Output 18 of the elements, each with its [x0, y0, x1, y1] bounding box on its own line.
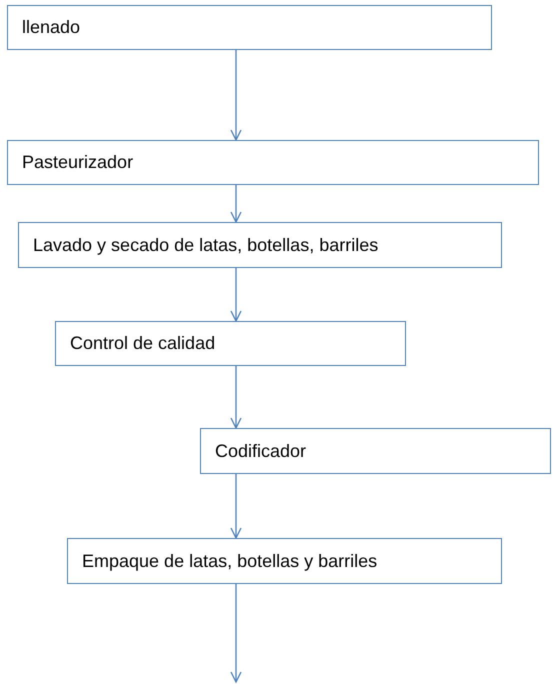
arrow: [230, 268, 242, 322]
step-label: llenado: [22, 16, 80, 39]
arrow: [230, 474, 242, 539]
step-label: Pasteurizador: [22, 151, 134, 174]
process-box: [7, 140, 539, 185]
arrow: [230, 185, 242, 223]
arrow: [230, 584, 242, 683]
process-box: [7, 5, 492, 50]
process-box: [200, 428, 551, 474]
step-label: Lavado y secado de latas, botellas, barriles: [33, 234, 378, 257]
arrow: [230, 366, 242, 429]
step-label: Empaque de latas, botellas y barriles: [82, 550, 378, 573]
step-label: Control de calidad: [70, 332, 216, 355]
process-box: [18, 222, 502, 268]
step-label: Codificador: [215, 440, 306, 462]
arrow: [230, 50, 242, 141]
process-box: [55, 321, 406, 366]
process-box: [67, 538, 502, 584]
